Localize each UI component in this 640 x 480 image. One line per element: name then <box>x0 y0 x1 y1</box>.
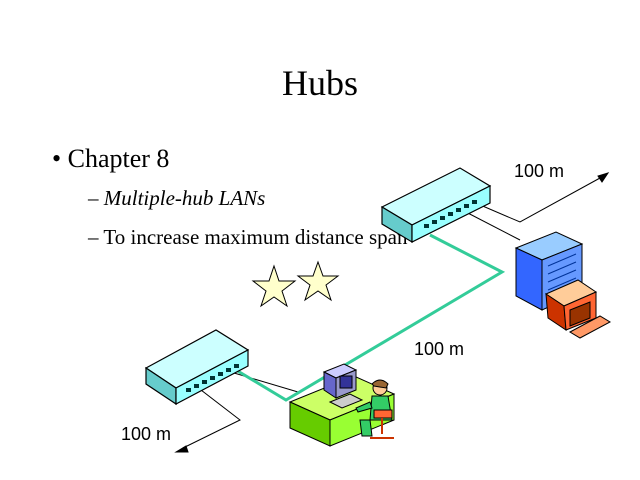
distance-arrow-bottom <box>174 379 241 453</box>
distance-label-top: 100 m <box>514 161 565 181</box>
server-cable <box>461 209 521 241</box>
star-icon <box>296 260 340 302</box>
hub-link <box>235 233 506 402</box>
distance-label-middle: 100 m <box>414 339 465 359</box>
distance-arrow-top <box>477 172 610 223</box>
hub-bottom <box>144 329 250 406</box>
bullet-multiple-hub: – Multiple-hub LANs <box>88 186 265 211</box>
bullet-text: Multiple-hub LANs <box>103 186 266 210</box>
person-icon <box>355 379 394 439</box>
dash-marker: – <box>88 186 104 210</box>
dash-marker: – <box>88 225 104 249</box>
bullet-chapter: • Chapter 8 <box>52 144 169 174</box>
bullet-text: To increase maximum distance span <box>103 225 408 249</box>
slide-title: Hubs <box>281 63 358 103</box>
star-icon <box>251 264 297 308</box>
server-computer <box>514 231 612 339</box>
pc-cable-bottom <box>223 369 299 393</box>
distance-label-bottom: 100 m <box>121 424 172 444</box>
bullet-increase-span: – To increase maximum distance span <box>88 223 407 252</box>
hub-top <box>380 167 492 244</box>
bullet-marker: • <box>52 144 68 173</box>
bullet-text: Chapter 8 <box>67 144 170 173</box>
